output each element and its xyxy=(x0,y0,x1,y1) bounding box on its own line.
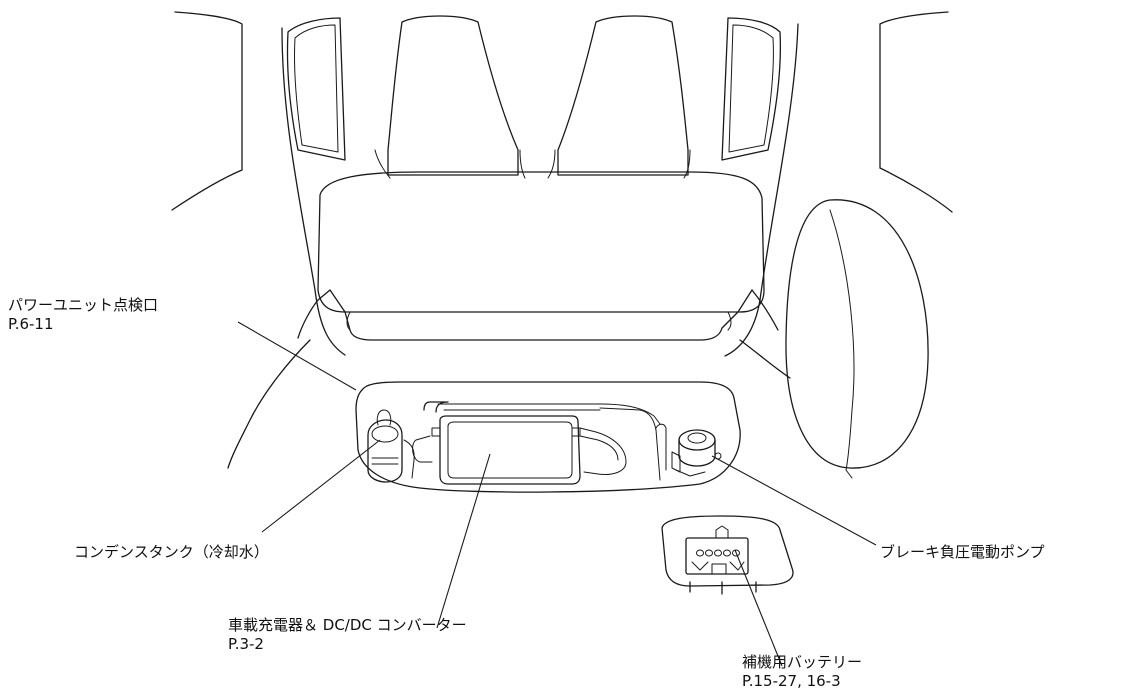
power-unit-hatch-ref: P.6-11 xyxy=(8,315,54,333)
label-charger-dcdc: 車載充電器＆ DC/DC コンバーター P.3-2 xyxy=(228,616,467,654)
aux-battery-ref: P.15-27, 16-3 xyxy=(742,672,841,690)
spare-tire xyxy=(785,199,929,479)
label-aux-battery: 補機用バッテリー P.15-27, 16-3 xyxy=(742,653,862,691)
condenser-tank-drawing xyxy=(367,409,415,483)
right-side-panel xyxy=(721,11,953,357)
charger-converter-drawing xyxy=(412,401,667,485)
brake-pump-drawing xyxy=(671,429,722,477)
cargo-floor xyxy=(227,339,791,469)
brake-pump-name: ブレーキ負圧電動ポンプ xyxy=(880,543,1045,561)
charger-dcdc-name: 車載充電器＆ DC/DC コンバーター xyxy=(228,616,467,634)
condenser-tank-name: コンデンスタンク（冷却水） xyxy=(74,543,269,561)
seat-headrests xyxy=(374,15,691,179)
label-power-unit-hatch: パワーユニット点検口 P.6-11 xyxy=(8,296,158,334)
inspection-hatch xyxy=(355,381,741,493)
left-side-panel xyxy=(171,11,346,356)
label-brake-pump: ブレーキ負圧電動ポンプ xyxy=(880,543,1045,562)
power-unit-hatch-name: パワーユニット点検口 xyxy=(8,296,159,314)
label-condenser-tank: コンデンスタンク（冷却水） xyxy=(74,543,269,562)
aux-battery-name: 補機用バッテリー xyxy=(742,653,863,671)
aux-battery-drawing xyxy=(661,515,794,595)
charger-dcdc-ref: P.3-2 xyxy=(228,635,264,653)
leader-lines xyxy=(237,321,877,667)
rear-seat xyxy=(297,171,779,341)
